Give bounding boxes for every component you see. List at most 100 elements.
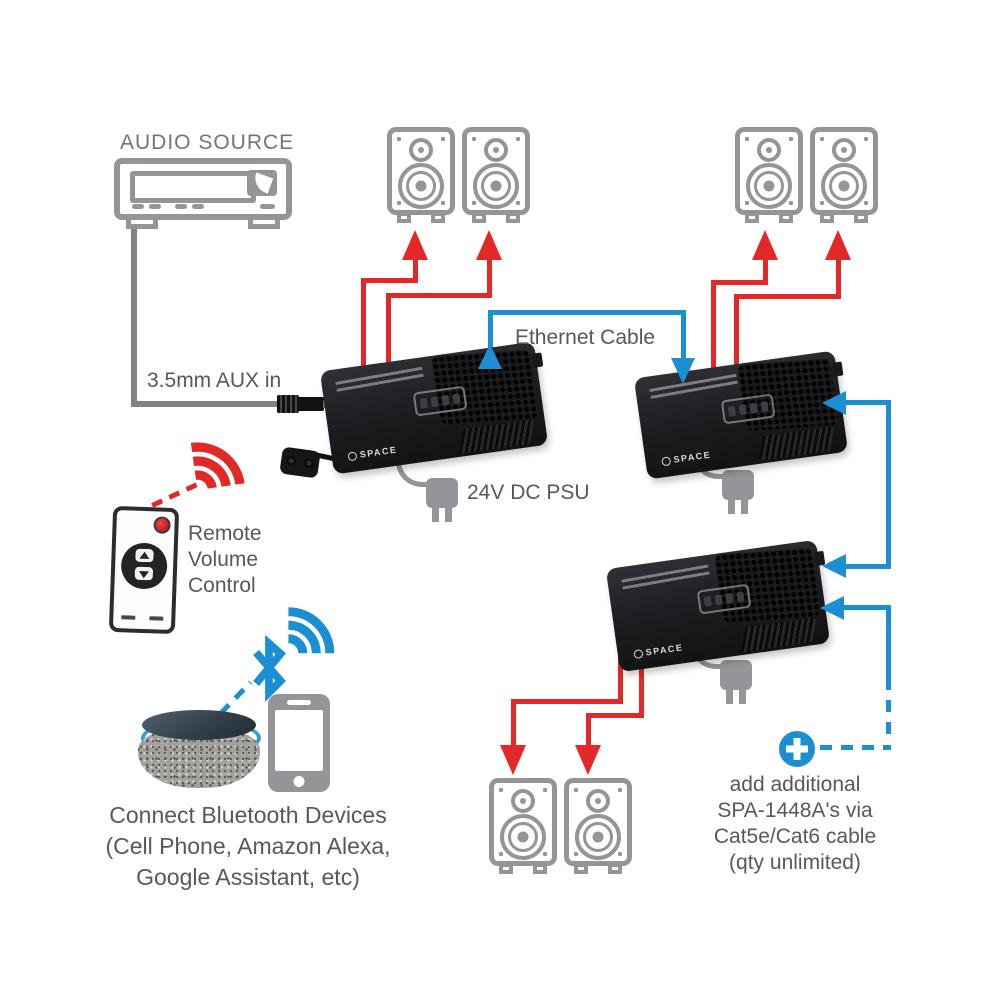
ethernet-line bbox=[681, 310, 686, 359]
cat5-line bbox=[845, 400, 891, 405]
remote-control-icon bbox=[108, 505, 180, 635]
cat5-line bbox=[886, 605, 891, 678]
receiver-dial bbox=[247, 170, 277, 196]
ir-signal-icon bbox=[190, 442, 245, 489]
cell-phone-icon bbox=[268, 694, 330, 792]
ir-receiver-icon bbox=[279, 446, 321, 479]
volume-down-button bbox=[134, 566, 154, 581]
aux-plug-barrel bbox=[298, 397, 324, 411]
aux-cable bbox=[131, 401, 279, 407]
psu-label: 24V DC PSU bbox=[467, 481, 590, 504]
speaker-icon bbox=[462, 127, 530, 223]
amplifier-1: SPACE bbox=[319, 341, 549, 475]
speaker-wire bbox=[361, 278, 418, 283]
echo-top bbox=[142, 710, 256, 740]
speaker-wire bbox=[361, 278, 366, 374]
receiver-button bbox=[175, 204, 187, 209]
red-arrow-up bbox=[476, 230, 502, 260]
amplifier-3: SPACE bbox=[605, 539, 831, 673]
phone-screen bbox=[275, 710, 323, 771]
psu-plug bbox=[720, 660, 752, 704]
amp-grille bbox=[714, 547, 822, 623]
amp-logo: SPACE bbox=[661, 450, 712, 467]
phone-home-button bbox=[293, 776, 305, 787]
speaker-wire bbox=[487, 258, 492, 298]
bluetooth-caption-line: (Cell Phone, Amazon Alexa, bbox=[105, 833, 391, 859]
remote-caption-line: Remote bbox=[188, 522, 262, 545]
cat5-line bbox=[843, 605, 891, 610]
logo-dot-icon bbox=[633, 648, 644, 659]
receiver-display bbox=[130, 171, 256, 203]
red-arrow-down bbox=[500, 745, 526, 775]
receiver-foot bbox=[126, 215, 158, 229]
speaker-icon bbox=[564, 778, 632, 874]
speaker-wire bbox=[386, 293, 492, 298]
speaker-wire bbox=[639, 647, 644, 718]
aux-plug-grip bbox=[277, 395, 299, 413]
blue-arrow-left bbox=[822, 554, 846, 578]
ethernet-line bbox=[488, 310, 493, 348]
amp-logo-text: SPACE bbox=[359, 444, 398, 460]
aux-label: 3.5mm AUX in bbox=[147, 369, 282, 392]
speaker-icon bbox=[387, 127, 455, 223]
expansion-caption-line: SPA-1448A's via bbox=[717, 799, 873, 822]
blue-arrow-up bbox=[478, 344, 502, 369]
red-arrow-up bbox=[402, 230, 428, 260]
speaker-wire bbox=[586, 713, 644, 718]
bluetooth-icon bbox=[253, 634, 286, 702]
speaker-icon bbox=[810, 127, 878, 223]
bluetooth-caption: Connect Bluetooth Devices (Cell Phone, A… bbox=[97, 800, 399, 893]
logo-dot-icon bbox=[661, 455, 672, 466]
receiver-button bbox=[149, 204, 161, 209]
red-arrow-up bbox=[752, 230, 778, 260]
remote-label-mark bbox=[149, 616, 164, 621]
amp-info-text bbox=[335, 366, 424, 392]
speaker-wire bbox=[711, 280, 716, 382]
cat5-line-dashed bbox=[886, 678, 891, 742]
phone-speaker-slit bbox=[287, 700, 311, 705]
psu-cable bbox=[396, 452, 435, 487]
speaker-wire bbox=[763, 258, 768, 285]
add-unit-plus-icon bbox=[779, 731, 815, 767]
cat5-line bbox=[886, 400, 891, 569]
amp-logo: SPACE bbox=[633, 642, 684, 659]
speaker-wire bbox=[386, 293, 391, 381]
speaker-wire bbox=[711, 280, 768, 285]
speaker-wire bbox=[511, 699, 623, 704]
receiver-button bbox=[260, 204, 275, 209]
expansion-caption-line: (qty unlimited) bbox=[729, 851, 861, 874]
bluetooth-caption-line: Google Assistant, etc) bbox=[136, 864, 360, 890]
red-arrow-down bbox=[575, 745, 601, 775]
speaker-icon bbox=[489, 778, 557, 874]
audio-source-icon bbox=[114, 158, 292, 229]
remote-caption-line: Control bbox=[188, 574, 256, 597]
ethernet-label: Ethernet Cable bbox=[514, 326, 656, 349]
amp-logo: SPACE bbox=[347, 445, 398, 462]
receiver-button bbox=[192, 204, 204, 209]
speaker-icon bbox=[735, 127, 803, 223]
receiver-foot bbox=[248, 215, 280, 229]
amp-vent bbox=[458, 419, 535, 455]
speaker-wire bbox=[836, 258, 841, 299]
amplifier-2: SPACE bbox=[633, 350, 849, 480]
speaker-wire bbox=[734, 294, 739, 389]
expansion-caption-line: Cat5e/Cat6 cable bbox=[713, 825, 877, 848]
speaker-wire bbox=[511, 699, 516, 747]
remote-dpad bbox=[120, 542, 168, 590]
blue-arrow-down bbox=[671, 358, 695, 384]
psu-plug bbox=[426, 478, 458, 522]
remote-caption-line: Volume bbox=[188, 548, 259, 571]
audio-source-label: AUDIO SOURCE bbox=[120, 131, 295, 154]
blue-arrow-left bbox=[822, 391, 846, 415]
amp-logo-text: SPACE bbox=[672, 449, 712, 465]
cat5-line-dashed bbox=[820, 745, 891, 750]
expansion-caption-line: add additional bbox=[729, 773, 861, 796]
volume-up-button bbox=[135, 548, 154, 563]
echo-dot-icon bbox=[138, 710, 262, 790]
red-arrow-up bbox=[825, 230, 851, 260]
remote-power-button bbox=[153, 516, 171, 534]
receiver-button bbox=[132, 204, 144, 209]
amp-vent bbox=[740, 617, 817, 653]
expansion-caption: add additional SPA-1448A's via Cat5e/Cat… bbox=[695, 772, 895, 876]
speaker-wire bbox=[586, 713, 591, 747]
